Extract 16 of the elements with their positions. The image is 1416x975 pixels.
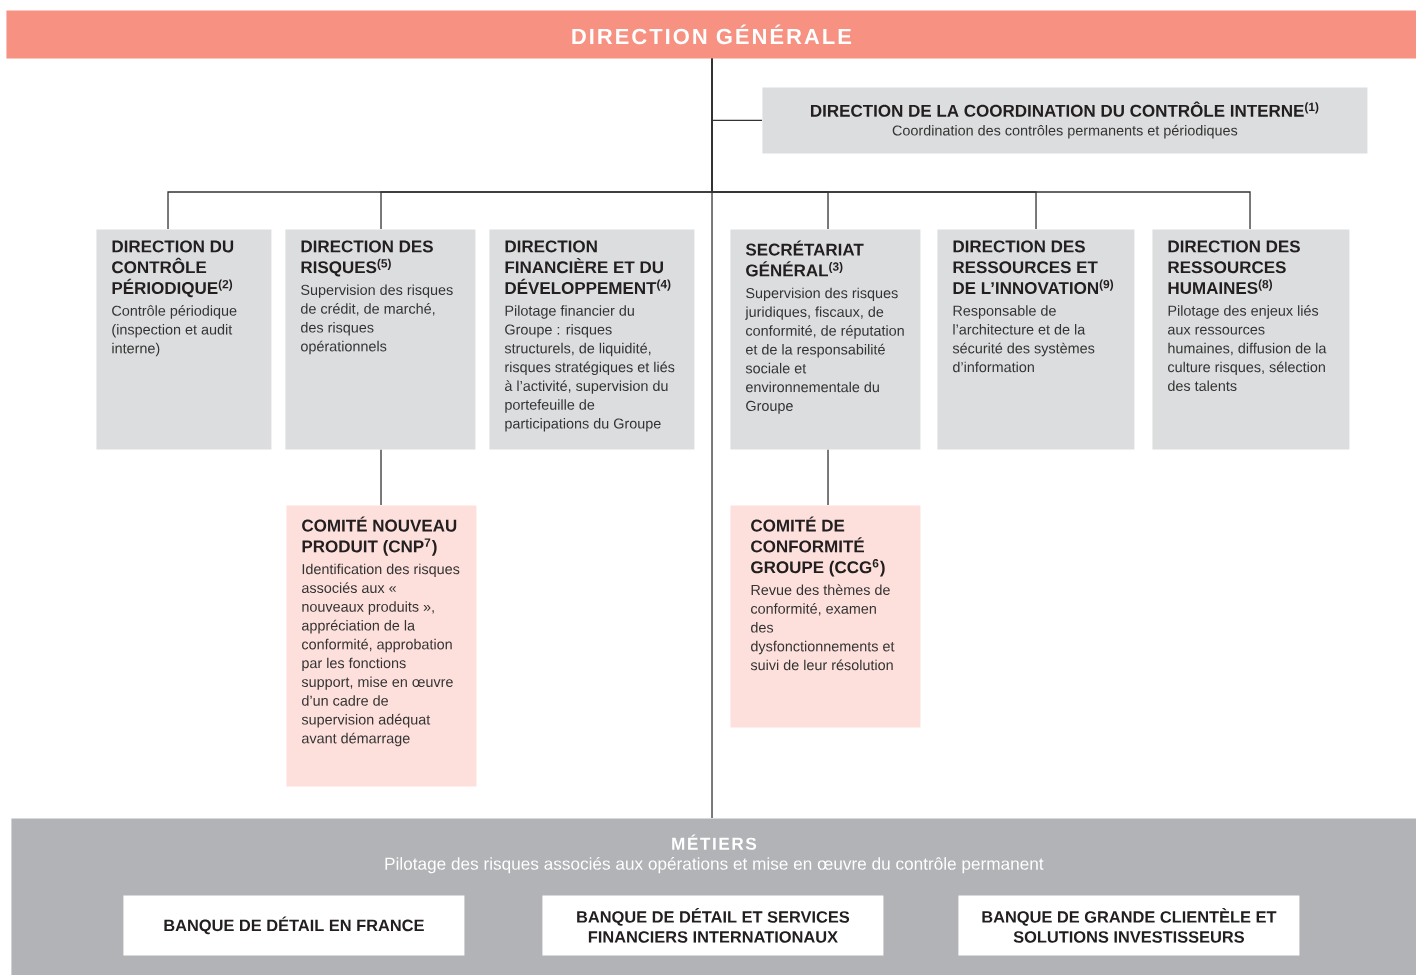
- connector-line: [711, 58, 713, 819]
- committee-box: COMITÉ DE CONFORMITÉ GROUPE (CCG$^{6}$) Revue des thèmes de conformité, examen des dysfonctionnements et suivi de leur résolution: [730, 505, 921, 728]
- business-box: BANQUE DE DÉTAIL EN FRANCE: [123, 895, 465, 956]
- function-box: DIRECTION DES RESSOURCES HUMAINES$^{(8)}$ Pilotage des enjeux liés aux ressources humaines, diffusion de la culture risques, sélection des talents: [1152, 229, 1350, 450]
- connector-line: [827, 449, 829, 506]
- function-box: SECRÉTARIAT GÉNÉRAL$^{(3)}$ Supervision des risques juridiques, fiscaux, de conformité, de réputation et de la responsabilité sociale et environnementale du Groupe: [730, 229, 921, 450]
- function-box: DIRECTION DES RESSOURCES ET DE L’INNOVATION$^{(9)}$ Responsable de l’architecture et de la sécurité des systèmes d’information: [937, 229, 1135, 450]
- function-box: DIRECTION DE LA COORDINATION DU CONTRÔLE INTERNE$^{(1)}$ Coordination des contrôles permanents et périodiques: [762, 87, 1368, 154]
- connector-line: [380, 449, 382, 506]
- function-box: DIRECTION FINANCIÈRE ET DU DÉVELOPPEMENT$^{(4)}$ Pilotage financier du Groupe : risques structurels, de liquidité, risques stratégiques et liés à l’activité, supervision du portefeuille de participations du Groupe: [489, 229, 695, 450]
- function-box: DIRECTION DU CONTRÔLE PÉRIODIQUE$^{(2)}$ Contrôle périodique (inspection et audit interne): [96, 229, 272, 450]
- business-box: BANQUE DE DÉTAIL ET SERVICES FINANCIERS INTERNATIONAUX: [542, 895, 884, 956]
- function-box: DIRECTION DES RISQUES$^{(5)}$ Supervision des risques de crédit, de marché, des risques opérationnels: [285, 229, 476, 450]
- header-band: DIRECTION GÉNÉRALE: [6, 10, 1416, 59]
- committee-box: COMITÉ NOUVEAU PRODUIT (CNP$^{7}$) Identification des risques associés aux « nouveaux produits », appréciation de la conformité, approbation par les fonctions support, mise en œuvre d’un cadre de supervision adéquat avant démarrage: [286, 505, 477, 787]
- business-box: BANQUE DE GRANDE CLIENTÈLE ET SOLUTIONS INVESTISSEURS: [958, 895, 1300, 956]
